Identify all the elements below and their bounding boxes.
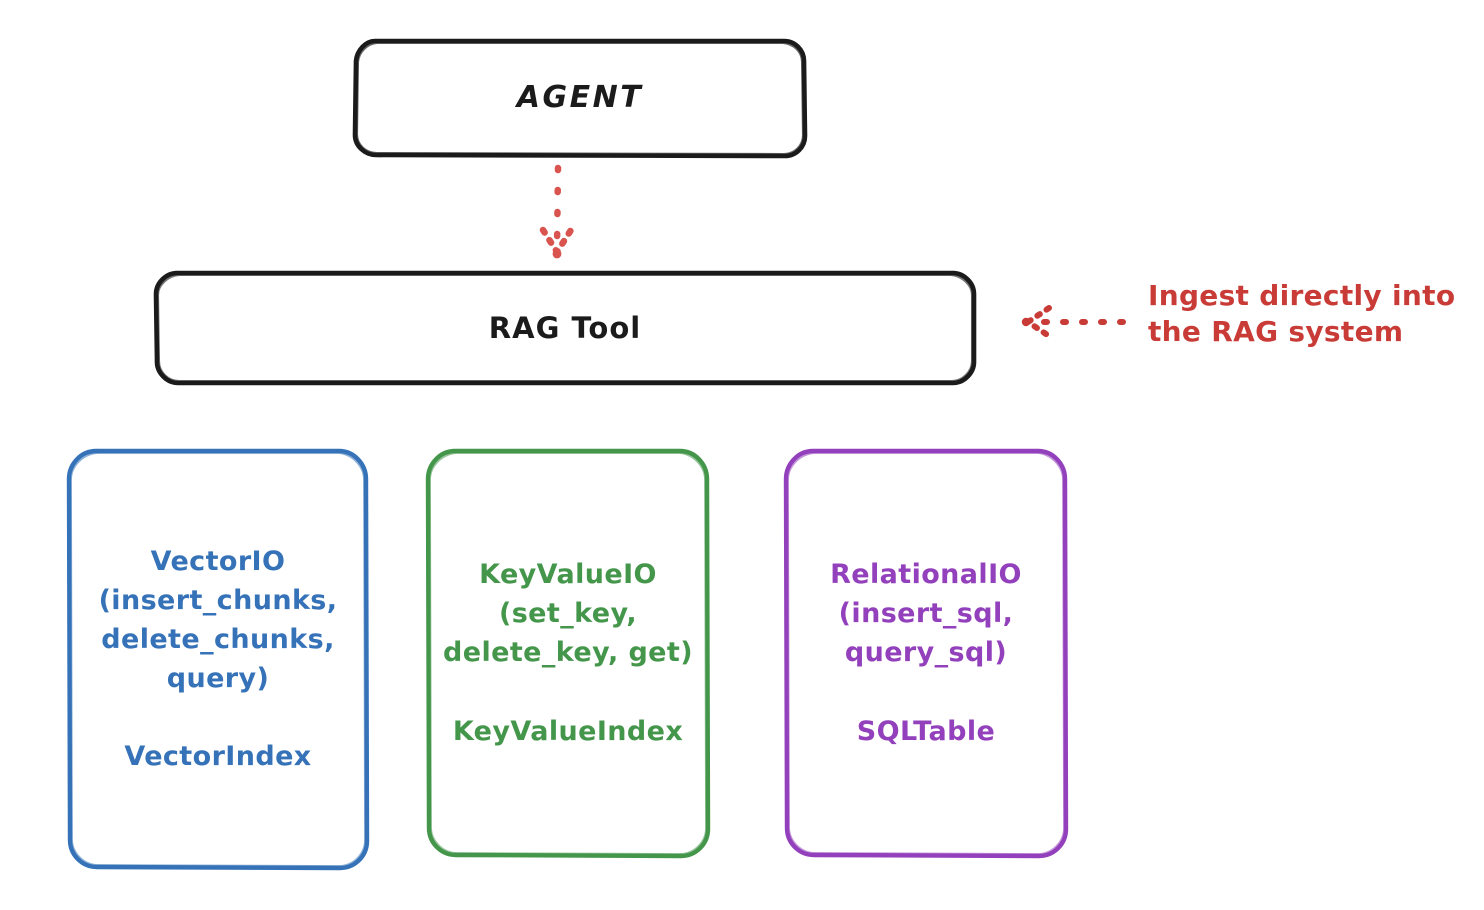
- node-agent[interactable]: AGENT: [355, 40, 805, 156]
- node-vector-io-label: VectorIO (insert_chunks, delete_chunks, …: [98, 545, 338, 773]
- agent-box-outline: [352, 38, 808, 159]
- vector-io-box-outline: [66, 448, 370, 871]
- node-key-value-io-label: KeyValueIO (set_key, delete_key, get) Ke…: [443, 559, 693, 747]
- node-rag-tool-label: RAG Tool: [488, 310, 642, 345]
- node-key-value-io[interactable]: KeyValueIO (set_key, delete_key, get) Ke…: [427, 450, 709, 856]
- agent-to-rag-tool-connector: [539, 164, 575, 259]
- rag-tool-box-outline: [153, 270, 977, 386]
- ingest-annotation: Ingest directly into the RAG system: [1148, 278, 1478, 351]
- node-rag-tool[interactable]: RAG Tool: [155, 272, 975, 384]
- relational-io-box-outline: [783, 448, 1069, 859]
- ingest-annotation-text: Ingest directly into the RAG system: [1148, 279, 1456, 349]
- key-value-io-box-outline: [425, 448, 711, 859]
- ingest-connector: [1021, 305, 1141, 339]
- node-agent-label: AGENT: [516, 80, 644, 116]
- node-relational-io-label: RelationalIO (insert_sql, query_sql) SQL…: [830, 559, 1022, 747]
- node-relational-io[interactable]: RelationalIO (insert_sql, query_sql) SQL…: [786, 450, 1066, 856]
- node-vector-io[interactable]: VectorIO (insert_chunks, delete_chunks, …: [68, 450, 368, 868]
